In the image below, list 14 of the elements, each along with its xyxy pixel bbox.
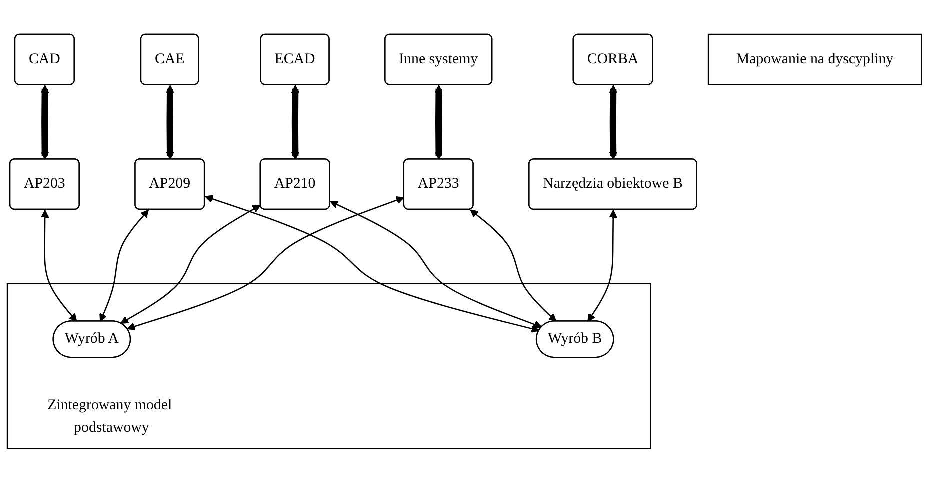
arrow xyxy=(120,205,261,324)
arrow xyxy=(470,210,557,322)
arrow xyxy=(609,86,618,160)
arrow xyxy=(166,86,174,160)
arrow xyxy=(588,210,618,322)
arrow xyxy=(330,201,542,330)
arrow xyxy=(100,210,149,322)
arrow xyxy=(40,86,50,160)
arrow xyxy=(204,196,540,334)
node-box: Mapowanie na dyscypliny xyxy=(708,34,922,86)
arrow xyxy=(126,196,404,332)
arrow xyxy=(40,210,78,322)
arrow xyxy=(434,86,444,160)
arrow xyxy=(291,86,300,160)
